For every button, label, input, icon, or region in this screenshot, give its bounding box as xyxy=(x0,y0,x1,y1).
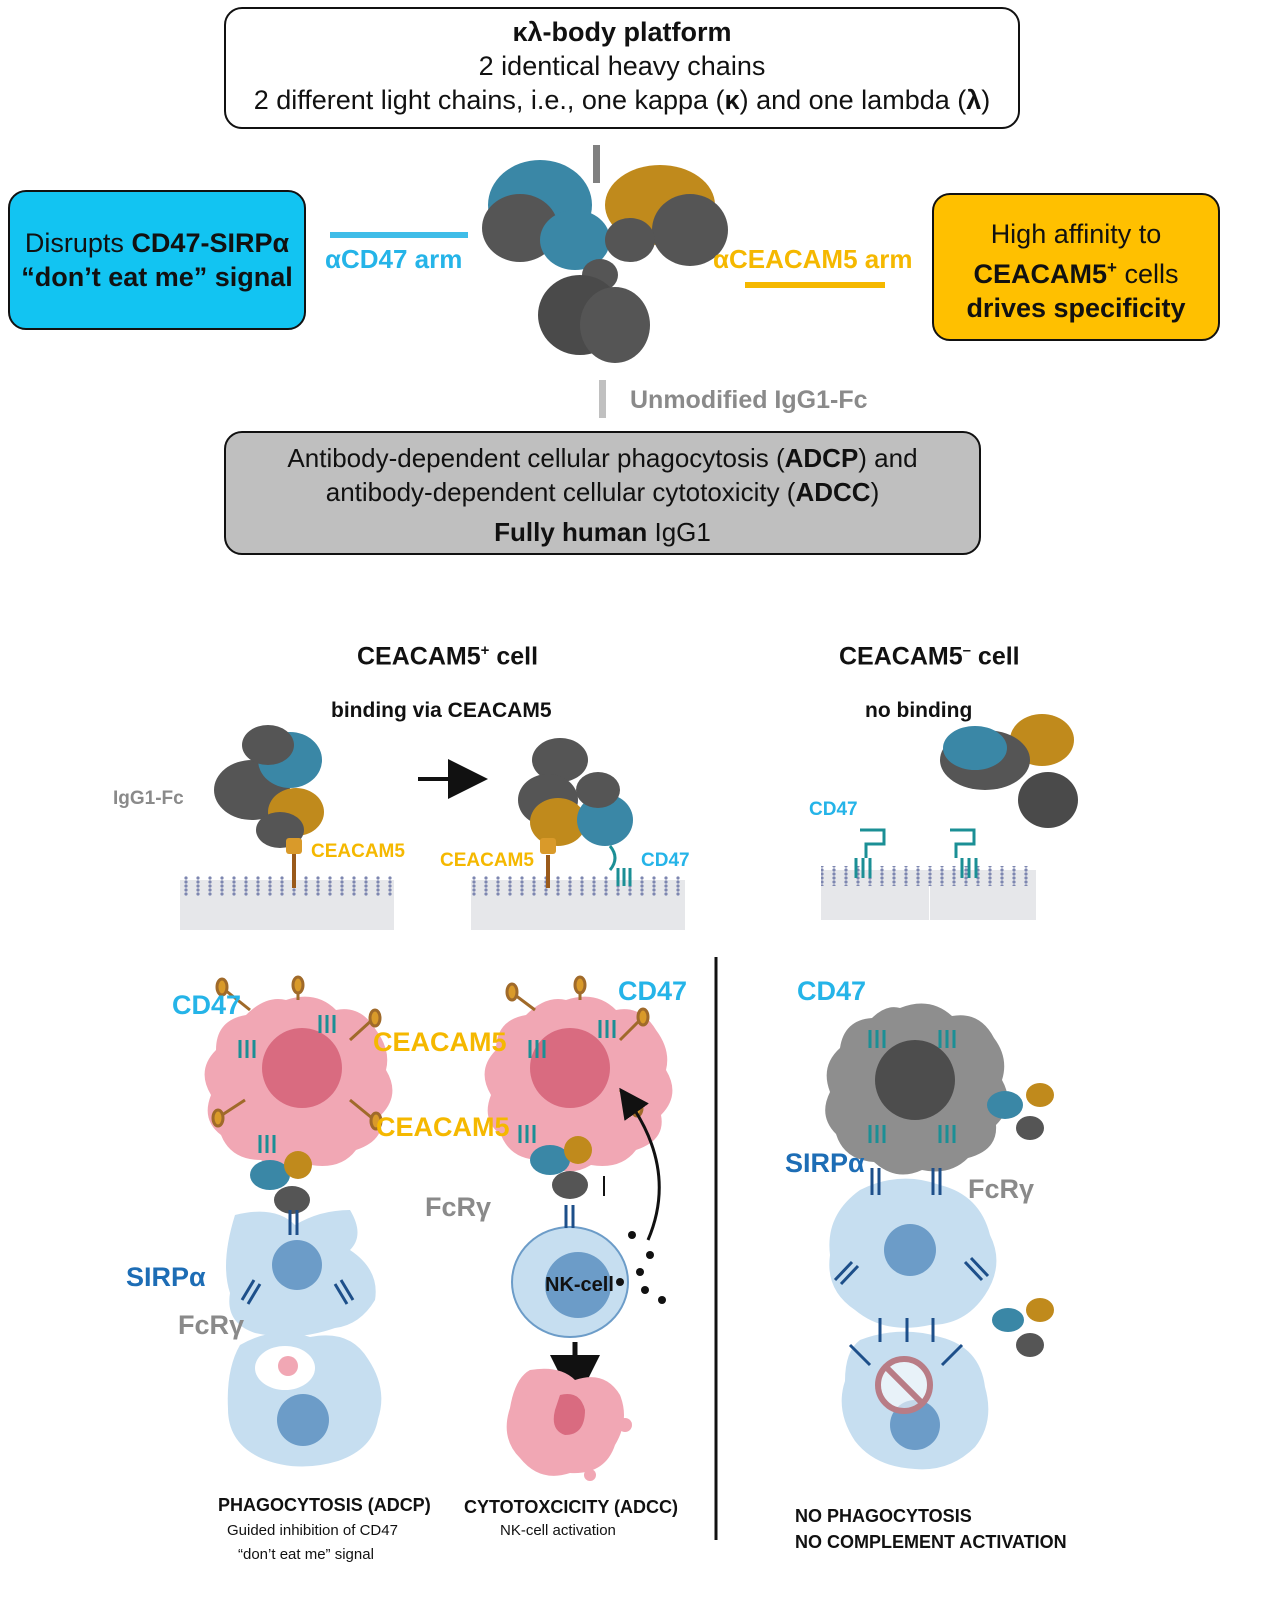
cd47-disrupt-line1: Disrupts CD47-SIRPα xyxy=(24,228,290,258)
sirpa-left-label: SIRPα xyxy=(126,1262,206,1292)
cd47-label-b: CD47 xyxy=(809,799,858,820)
ceacam5-pos-title: CEACAM5+ cell xyxy=(357,642,539,671)
ceacam5-arm-label: αCEACAM5 arm xyxy=(713,244,913,274)
fcr-right-label: FcRγ xyxy=(968,1174,1035,1204)
cd47-label-a: CD47 xyxy=(641,850,690,871)
fc-line2: antibody-dependent cellular cytotoxicity… xyxy=(325,477,880,507)
antibody-free-right-1 xyxy=(987,1083,1054,1140)
tumor-cell-left xyxy=(204,996,393,1172)
antibody-unbound xyxy=(940,714,1078,828)
affinity-line2: CEACAM5+ cells xyxy=(973,258,1179,289)
antibody-bound-ceacam5 xyxy=(214,725,324,848)
fc-connector xyxy=(599,380,606,418)
granule-arrow xyxy=(619,1087,661,1241)
cd47-disrupt-box: Disrupts CD47-SIRPα “don’t eat me” signa… xyxy=(8,190,306,330)
sirpa-right-label: SIRPα xyxy=(785,1148,865,1178)
ceacam5-neg-title: CEACAM5– cell xyxy=(839,642,1020,671)
fc-label: Unmodified IgG1-Fc xyxy=(630,386,868,414)
tumor-cell-middle xyxy=(484,996,673,1172)
ceacam5-label-b: CEACAM5 xyxy=(440,850,534,871)
platform-line2: 2 different light chains, i.e., one kapp… xyxy=(253,85,991,115)
affinity-line1: High affinity to xyxy=(990,219,1162,249)
main-antibody xyxy=(482,160,728,363)
blocked-phagocyte xyxy=(841,1331,989,1470)
ceacam5-neg-subtitle: no binding xyxy=(865,699,973,722)
fcr-mid-label: FcRγ xyxy=(425,1192,492,1222)
fc-line1: Antibody-dependent cellular phagocytosis… xyxy=(287,443,918,473)
platform-connector xyxy=(593,145,600,183)
ceacam5-top-label: CEACAM5 xyxy=(373,1027,507,1057)
platform-line1: 2 identical heavy chains xyxy=(478,51,766,81)
macrophage-left xyxy=(226,1210,376,1337)
ceacam5-affinity-box: High affinity to CEACAM5+ cells drives s… xyxy=(932,193,1220,341)
adcp-caption-line2: “don’t eat me” signal xyxy=(238,1546,374,1563)
platform-box: κλ-body platform 2 identical heavy chain… xyxy=(224,7,1020,129)
adcc-caption-title: CYTOTOXCICITY (ADCC) xyxy=(464,1497,679,1517)
cd47-disrupt-line2: “don’t eat me” signal xyxy=(21,262,293,292)
nk-cell-label: NK-cell xyxy=(545,1274,614,1296)
cd47-right-label: CD47 xyxy=(797,976,867,1006)
cd47-arm-line xyxy=(330,232,468,238)
ceacam5-pos-subtitle: binding via CEACAM5 xyxy=(331,699,552,722)
antibody-bridge-left xyxy=(250,1151,312,1214)
neg-caption-line2: NO COMPLEMENT ACTIVATION xyxy=(795,1532,1067,1552)
cd47-arm-label: αCD47 arm xyxy=(325,244,463,274)
adcp-caption-line1: Guided inhibition of CD47 xyxy=(227,1522,398,1539)
dead-tumor-cell xyxy=(506,1368,632,1481)
antibody-free-right-2 xyxy=(992,1298,1054,1357)
macrophage-right xyxy=(829,1178,997,1328)
platform-title: κλ-body platform xyxy=(512,17,732,47)
fc-effector-box: Antibody-dependent cellular phagocytosis… xyxy=(224,431,981,555)
fc-line3: Fully human IgG1 xyxy=(494,517,711,547)
igg1fc-label: IgG1-Fc xyxy=(113,788,184,809)
fcr-left-label: FcRγ xyxy=(178,1310,245,1340)
antibody-bridge-middle xyxy=(530,1136,592,1199)
phagocyte-left xyxy=(227,1332,382,1467)
ceacam5-bottom-label: CEACAM5 xyxy=(376,1112,510,1142)
affinity-line3: drives specificity xyxy=(966,293,1186,323)
nk-cell xyxy=(511,1226,629,1338)
adcc-caption-line1: NK-cell activation xyxy=(500,1522,616,1539)
antibody-bound-both xyxy=(518,738,633,846)
cd47-left-label: CD47 xyxy=(172,990,242,1020)
cd47-mid-label: CD47 xyxy=(618,976,688,1006)
ceacam5-label-a: CEACAM5 xyxy=(311,841,405,862)
neg-caption-line1: NO PHAGOCYTOSIS xyxy=(795,1506,972,1526)
adcp-caption-title: PHAGOCYTOSIS (ADCP) xyxy=(218,1495,431,1515)
ceacam5-arm-line xyxy=(745,282,885,288)
